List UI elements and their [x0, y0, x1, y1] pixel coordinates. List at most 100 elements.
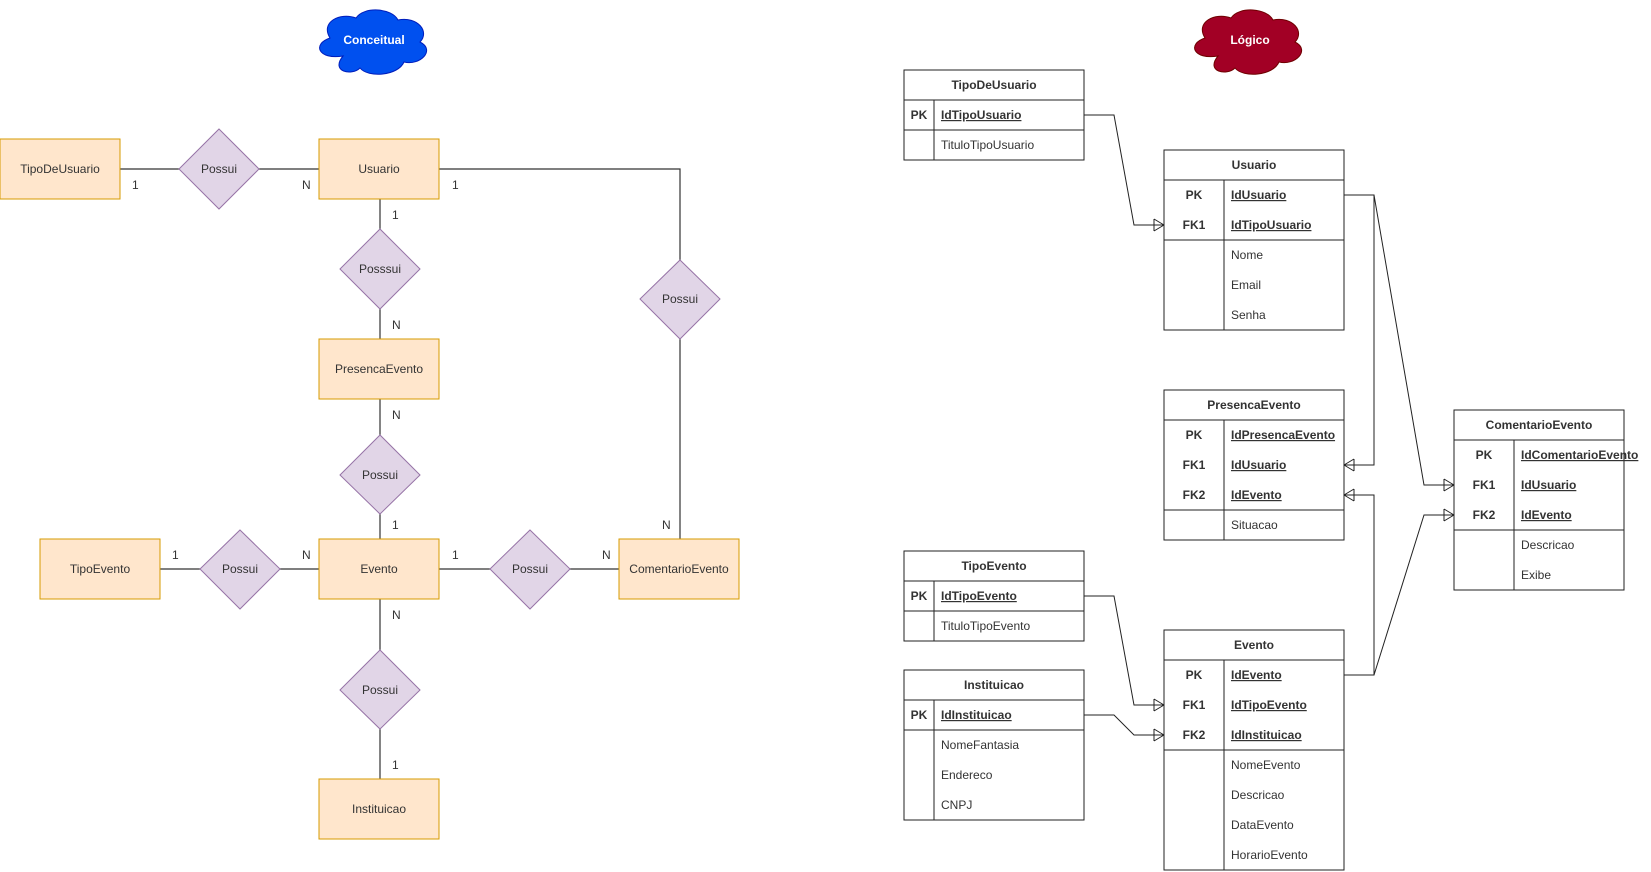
- column-name: IdUsuario: [1231, 188, 1286, 202]
- conceitual-cloud-shape: [319, 9, 427, 75]
- logico-cloud-shape: [1194, 9, 1302, 75]
- relationship-label: Posssui: [359, 262, 401, 276]
- entity-label: TipoDeUsuario: [20, 162, 100, 176]
- cardinality-label: 1: [172, 548, 179, 562]
- relationship-r2[interactable]: Posssui: [339, 228, 421, 310]
- cardinality-label: N: [392, 318, 401, 332]
- column-name: IdTipoUsuario: [941, 108, 1021, 122]
- line-usuario-comentario: [439, 168, 681, 260]
- cardinality-label: N: [302, 548, 311, 562]
- column-name: IdComentarioEvento: [1521, 448, 1638, 462]
- column-name: IdEvento: [1521, 508, 1572, 522]
- table-tipo-evento[interactable]: TipoEvento PK IdTipoEvento TituloTipoEve…: [903, 550, 1085, 642]
- column-name: IdInstituicao: [1231, 728, 1302, 742]
- entity-label: ComentarioEvento: [629, 562, 729, 576]
- conceitual-connectors: [120, 168, 681, 779]
- logico-connectors: [1084, 114, 1455, 742]
- entity-comentario-evento[interactable]: ComentarioEvento: [618, 538, 740, 600]
- cardinality-label: N: [392, 608, 401, 622]
- key-cell: FK1: [1183, 218, 1206, 232]
- entity-instituicao[interactable]: Instituicao: [318, 778, 440, 840]
- conceitual-header: Conceitual: [343, 33, 404, 47]
- key-cell: PK: [1186, 188, 1203, 202]
- column-name: IdTipoUsuario: [1231, 218, 1311, 232]
- table-presenca-evento[interactable]: PresencaEvento PK IdPresencaEvento FK1 I…: [1163, 389, 1345, 541]
- table-usuario[interactable]: Usuario PK IdUsuario FK1 IdTipoUsuario N…: [1163, 149, 1345, 331]
- column-name: IdUsuario: [1521, 478, 1576, 492]
- column-name: IdInstituicao: [941, 708, 1012, 722]
- cardinality-label: N: [662, 518, 671, 532]
- table-title: TipoEvento: [961, 559, 1026, 573]
- column-name: HorarioEvento: [1231, 848, 1308, 862]
- column-name: Nome: [1231, 248, 1263, 262]
- key-cell: FK2: [1183, 488, 1206, 502]
- column-name: Situacao: [1231, 518, 1278, 532]
- column-name: Descricao: [1521, 538, 1575, 552]
- cardinality-label: 1: [392, 758, 399, 772]
- relationship-label: Possui: [362, 683, 398, 697]
- entity-label: Evento: [360, 562, 398, 576]
- table-tipo-de-usuario[interactable]: TipoDeUsuario PK IdTipoUsuario TituloTip…: [903, 69, 1085, 161]
- relationship-label: Possui: [662, 292, 698, 306]
- cardinality-label: 1: [392, 208, 399, 222]
- relationship-r5[interactable]: Possui: [199, 529, 281, 610]
- cardinality-label: N: [302, 178, 311, 192]
- key-cell: FK2: [1473, 508, 1496, 522]
- cardinality-label: N: [602, 548, 611, 562]
- column-name: Email: [1231, 278, 1261, 292]
- column-name: TituloTipoUsuario: [941, 138, 1034, 152]
- relationship-r7[interactable]: Possui: [339, 649, 421, 730]
- column-name: IdEvento: [1231, 668, 1282, 682]
- key-cell: FK1: [1183, 698, 1206, 712]
- cardinality-label: 1: [132, 178, 139, 192]
- column-name: NomeEvento: [1231, 758, 1301, 772]
- entity-usuario[interactable]: Usuario: [318, 138, 440, 200]
- cardinality-label: 1: [392, 518, 399, 532]
- relationship-r6[interactable]: Possui: [489, 529, 571, 610]
- cardinality-label: N: [392, 408, 401, 422]
- column-name: CNPJ: [941, 798, 972, 812]
- relationship-label: Possui: [222, 562, 258, 576]
- relationship-r3[interactable]: Possui: [639, 259, 721, 340]
- column-name: Descricao: [1231, 788, 1285, 802]
- column-name: IdPresencaEvento: [1231, 428, 1335, 442]
- entity-tipo-de-usuario[interactable]: TipoDeUsuario: [0, 138, 121, 200]
- entity-evento[interactable]: Evento: [318, 538, 440, 600]
- relationship-label: Possui: [512, 562, 548, 576]
- conceitual-cloud[interactable]: Conceitual: [319, 9, 427, 75]
- cardinality-labels: 1 N 1 1 N N 1 1 N 1 N N N 1: [132, 178, 671, 772]
- entity-label: PresencaEvento: [335, 362, 423, 376]
- column-name: TituloTipoEvento: [941, 619, 1030, 633]
- table-instituicao[interactable]: Instituicao PK IdInstituicao NomeFantasi…: [903, 669, 1085, 821]
- column-name: Endereco: [941, 768, 993, 782]
- logico-cloud[interactable]: Lógico: [1194, 9, 1302, 75]
- table-title: PresencaEvento: [1207, 398, 1300, 412]
- relationship-r1[interactable]: Possui: [178, 128, 260, 210]
- entity-label: Instituicao: [352, 802, 406, 816]
- relationship-label: Possui: [201, 162, 237, 176]
- table-title: Instituicao: [964, 678, 1024, 692]
- key-cell: PK: [911, 589, 928, 603]
- table-evento[interactable]: Evento PK IdEvento FK1 IdTipoEvento FK2 …: [1163, 629, 1345, 871]
- logico-header: Lógico: [1230, 33, 1269, 47]
- column-name: NomeFantasia: [941, 738, 1019, 752]
- conceitual-section: Conceitual TipoDeUsuario Usuario: [0, 9, 740, 840]
- key-cell: PK: [1186, 668, 1203, 682]
- column-name: Senha: [1231, 308, 1266, 322]
- table-comentario-evento[interactable]: ComentarioEvento PK IdComentarioEvento F…: [1453, 409, 1638, 591]
- logico-section: Lógico: [903, 9, 1638, 871]
- entity-label: Usuario: [358, 162, 400, 176]
- entity-label: TipoEvento: [70, 562, 131, 576]
- relationship-r4[interactable]: Possui: [339, 434, 421, 515]
- relationship-label: Possui: [362, 468, 398, 482]
- key-cell: FK1: [1183, 458, 1206, 472]
- entity-tipo-evento[interactable]: TipoEvento: [39, 538, 161, 600]
- entity-presenca-evento[interactable]: PresencaEvento: [318, 338, 440, 400]
- table-title: Evento: [1234, 638, 1274, 652]
- column-name: IdTipoEvento: [1231, 698, 1307, 712]
- key-cell: PK: [1186, 428, 1203, 442]
- column-name: IdTipoEvento: [941, 589, 1017, 603]
- table-title: ComentarioEvento: [1486, 418, 1593, 432]
- table-title: TipoDeUsuario: [951, 78, 1036, 92]
- key-cell: FK2: [1183, 728, 1206, 742]
